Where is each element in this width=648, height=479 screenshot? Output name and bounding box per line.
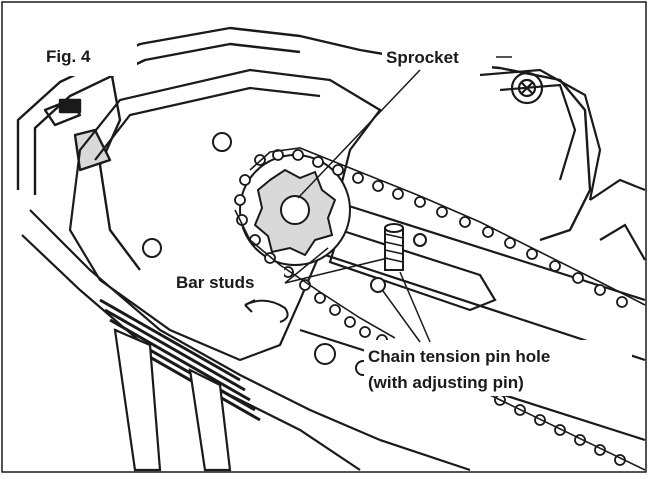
tension-callout-line2: (with adjusting pin) bbox=[368, 373, 524, 392]
bar-studs-leader-a bbox=[284, 257, 389, 284]
plate-holes bbox=[142, 132, 427, 376]
tension-callout-line1: Chain tension pin hole bbox=[368, 347, 550, 366]
bar-studs-label-bg bbox=[172, 268, 284, 296]
sprocket-label-bg bbox=[382, 42, 492, 70]
figure-label: Fig. 4 bbox=[46, 47, 91, 66]
sprocket-leader-line bbox=[297, 69, 421, 199]
tension-leader-a bbox=[382, 290, 421, 343]
bar-stud bbox=[384, 223, 404, 271]
tension-pin-hole bbox=[370, 277, 386, 293]
tension-label-bg bbox=[364, 340, 632, 396]
bar-studs-leader-b bbox=[284, 247, 329, 284]
handle-legs bbox=[113, 328, 232, 472]
side-cover bbox=[479, 68, 646, 261]
rotation-arrow-icon bbox=[244, 299, 289, 323]
sprocket-callout: Sprocket bbox=[386, 48, 459, 67]
fig-label-box bbox=[25, 30, 137, 76]
chain-body bbox=[234, 147, 646, 471]
sprocket bbox=[239, 154, 351, 266]
saw-chain bbox=[234, 149, 628, 466]
bar-plate bbox=[21, 68, 471, 472]
bar-studs-callout: Bar studs bbox=[176, 273, 254, 292]
tension-leader-b bbox=[399, 271, 431, 343]
